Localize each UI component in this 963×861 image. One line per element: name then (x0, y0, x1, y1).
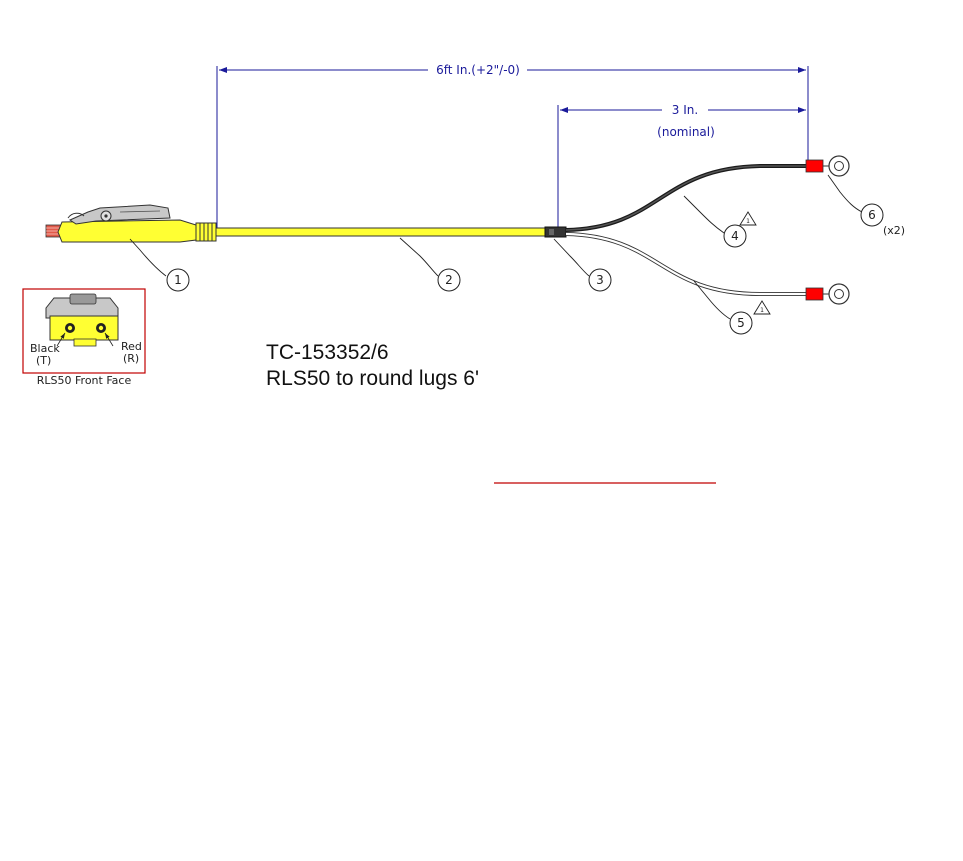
part-number: TC-153352/6 (266, 341, 389, 364)
rls50-connector (45, 204, 217, 243)
inset-red-sub: (R) (123, 352, 139, 365)
balloon-1: 1 (129, 238, 190, 292)
svg-text:4: 4 (731, 229, 739, 243)
svg-text:1: 1 (760, 307, 764, 314)
breakout-sleeve (544, 226, 567, 238)
balloon-6: 6 (x2) (827, 174, 905, 237)
breakout-note-label: (nominal) (657, 125, 715, 139)
svg-text:6: 6 (868, 208, 876, 222)
inset-red-label: Red (121, 340, 142, 353)
balloon-2: 2 (399, 237, 461, 292)
balloon-6-quantity: (x2) (883, 224, 905, 237)
rls50-front-face-inset: Black (T) Red (R) RLS50 Front Face (22, 288, 146, 387)
yellow-cable (215, 227, 547, 237)
svg-text:1: 1 (746, 218, 750, 225)
upper-ring-lug (805, 155, 850, 177)
inset-black-sub: (T) (36, 354, 51, 367)
inset-black-label: Black (30, 342, 60, 355)
inset-caption: RLS50 Front Face (37, 374, 132, 387)
overall-length-label: 6ft In.(+2"/-0) (436, 63, 520, 77)
svg-text:3: 3 (596, 273, 604, 287)
lower-ring-lug (805, 283, 850, 305)
balloon-5: 5 1 (693, 280, 771, 335)
balloon-3: 3 (553, 238, 612, 292)
breakout-length-dimension: 3 In. (nominal) (557, 103, 806, 228)
svg-text:5: 5 (737, 316, 745, 330)
svg-text:1: 1 (174, 273, 182, 287)
part-description: RLS50 to round lugs 6' (266, 367, 479, 390)
title-block: TC-153352/6 RLS50 to round lugs 6' (266, 340, 479, 392)
balloon-4: 4 1 (683, 195, 757, 248)
overall-length-dimension: 6ft In.(+2"/-0) (216, 63, 809, 228)
svg-text:2: 2 (445, 273, 453, 287)
breakout-length-label: 3 In. (672, 103, 698, 117)
